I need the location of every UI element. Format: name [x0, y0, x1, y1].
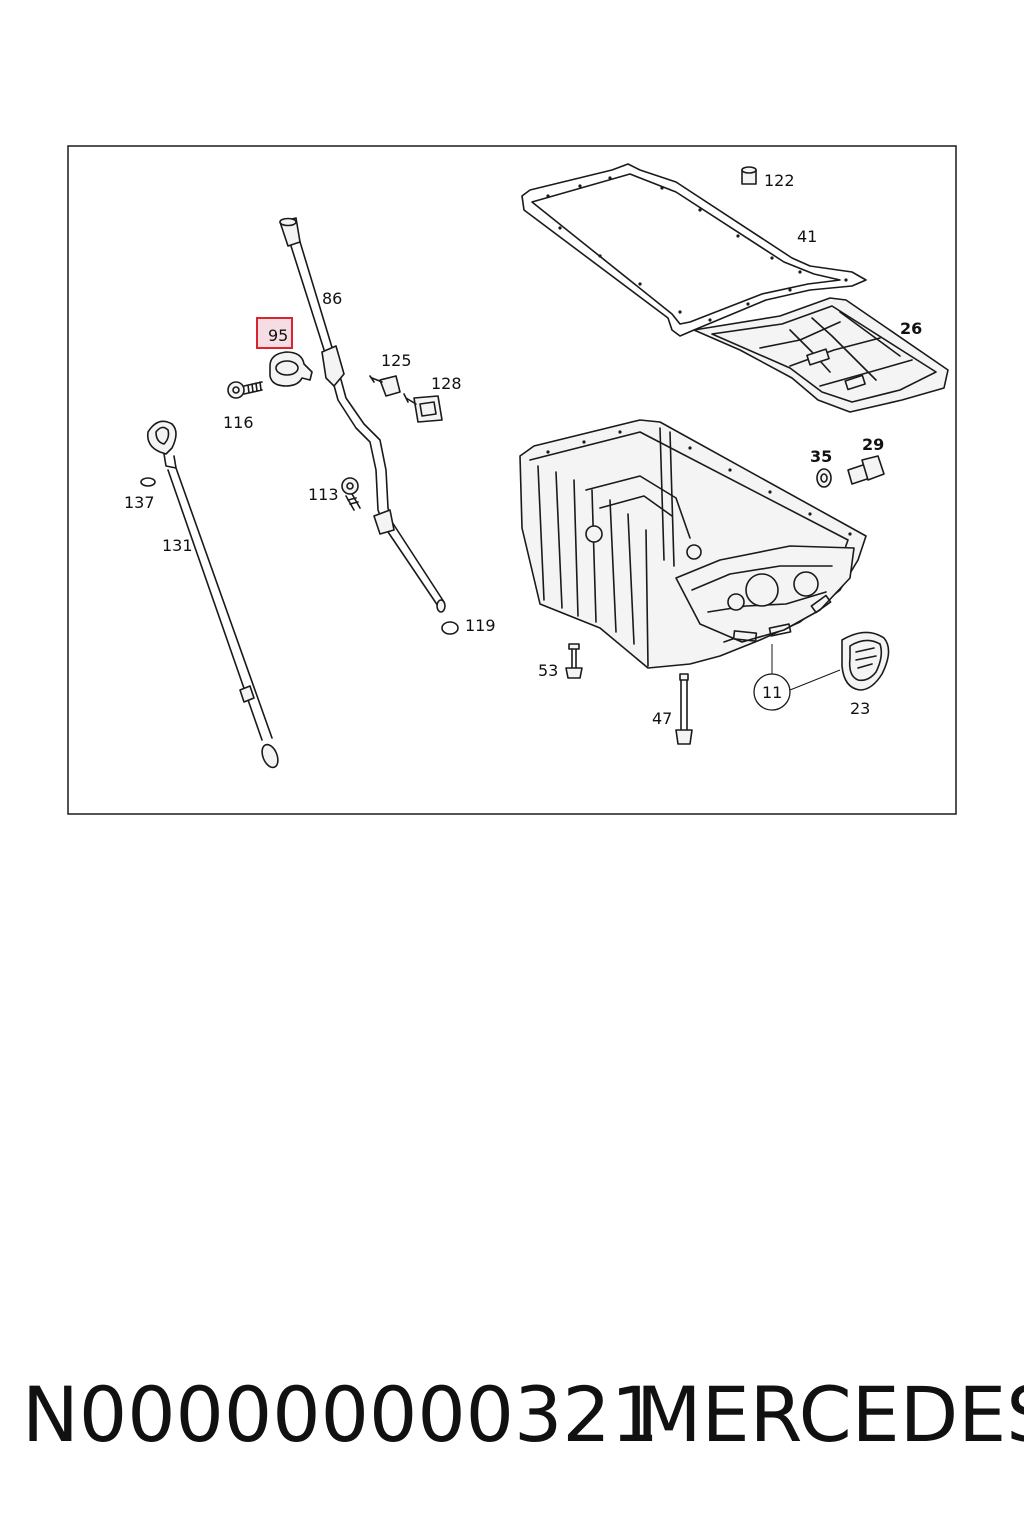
- baffle-plate: [693, 297, 949, 413]
- washer-35: [816, 468, 832, 488]
- part-number: N000000000321: [22, 1370, 660, 1459]
- bolt-47: [675, 673, 693, 745]
- label-116: 116: [223, 413, 254, 432]
- label-41: 41: [797, 227, 817, 246]
- label-23: 23: [850, 699, 870, 718]
- o-ring-137: [140, 477, 156, 487]
- label-26: 26: [900, 319, 922, 338]
- label-86: 86: [322, 289, 342, 308]
- dipstick: [146, 420, 279, 769]
- callout-circle-11: [753, 673, 791, 711]
- dipstick-guide-tube: [279, 217, 446, 613]
- label-137: 137: [124, 493, 155, 512]
- o-ring-119: [441, 621, 459, 635]
- cap-122: [741, 166, 757, 185]
- label-131: 131: [162, 536, 193, 555]
- label-35: 35: [810, 447, 832, 466]
- label-113: 113: [308, 485, 339, 504]
- parts-diagram: 122 41 86 26 95 125 128 116 35 29 137 11…: [67, 145, 957, 815]
- label-47: 47: [652, 709, 672, 728]
- bolt-113: [341, 477, 361, 511]
- cover-23: [789, 631, 890, 691]
- brand-name: MERCEDES: [636, 1370, 1024, 1459]
- label-128: 128: [431, 374, 462, 393]
- label-122: 122: [764, 171, 795, 190]
- bolt-116: [227, 381, 263, 399]
- label-119: 119: [465, 616, 496, 635]
- footer: N000000000321 MERCEDES: [0, 1370, 1024, 1480]
- highlight-box: [256, 317, 293, 349]
- bolt-125: [369, 375, 401, 397]
- diagram-frame: [67, 145, 957, 815]
- drain-plug-29: [847, 455, 885, 485]
- label-53: 53: [538, 661, 558, 680]
- oil-pan-gasket: [521, 163, 867, 337]
- oil-pan: [519, 419, 867, 678]
- label-95: 95: [268, 326, 288, 345]
- clip-128: [403, 393, 443, 423]
- bolt-53: [565, 643, 583, 679]
- label-29: 29: [862, 435, 884, 454]
- clamp: [269, 351, 313, 387]
- label-125: 125: [381, 351, 412, 370]
- label-11: 11: [762, 683, 782, 702]
